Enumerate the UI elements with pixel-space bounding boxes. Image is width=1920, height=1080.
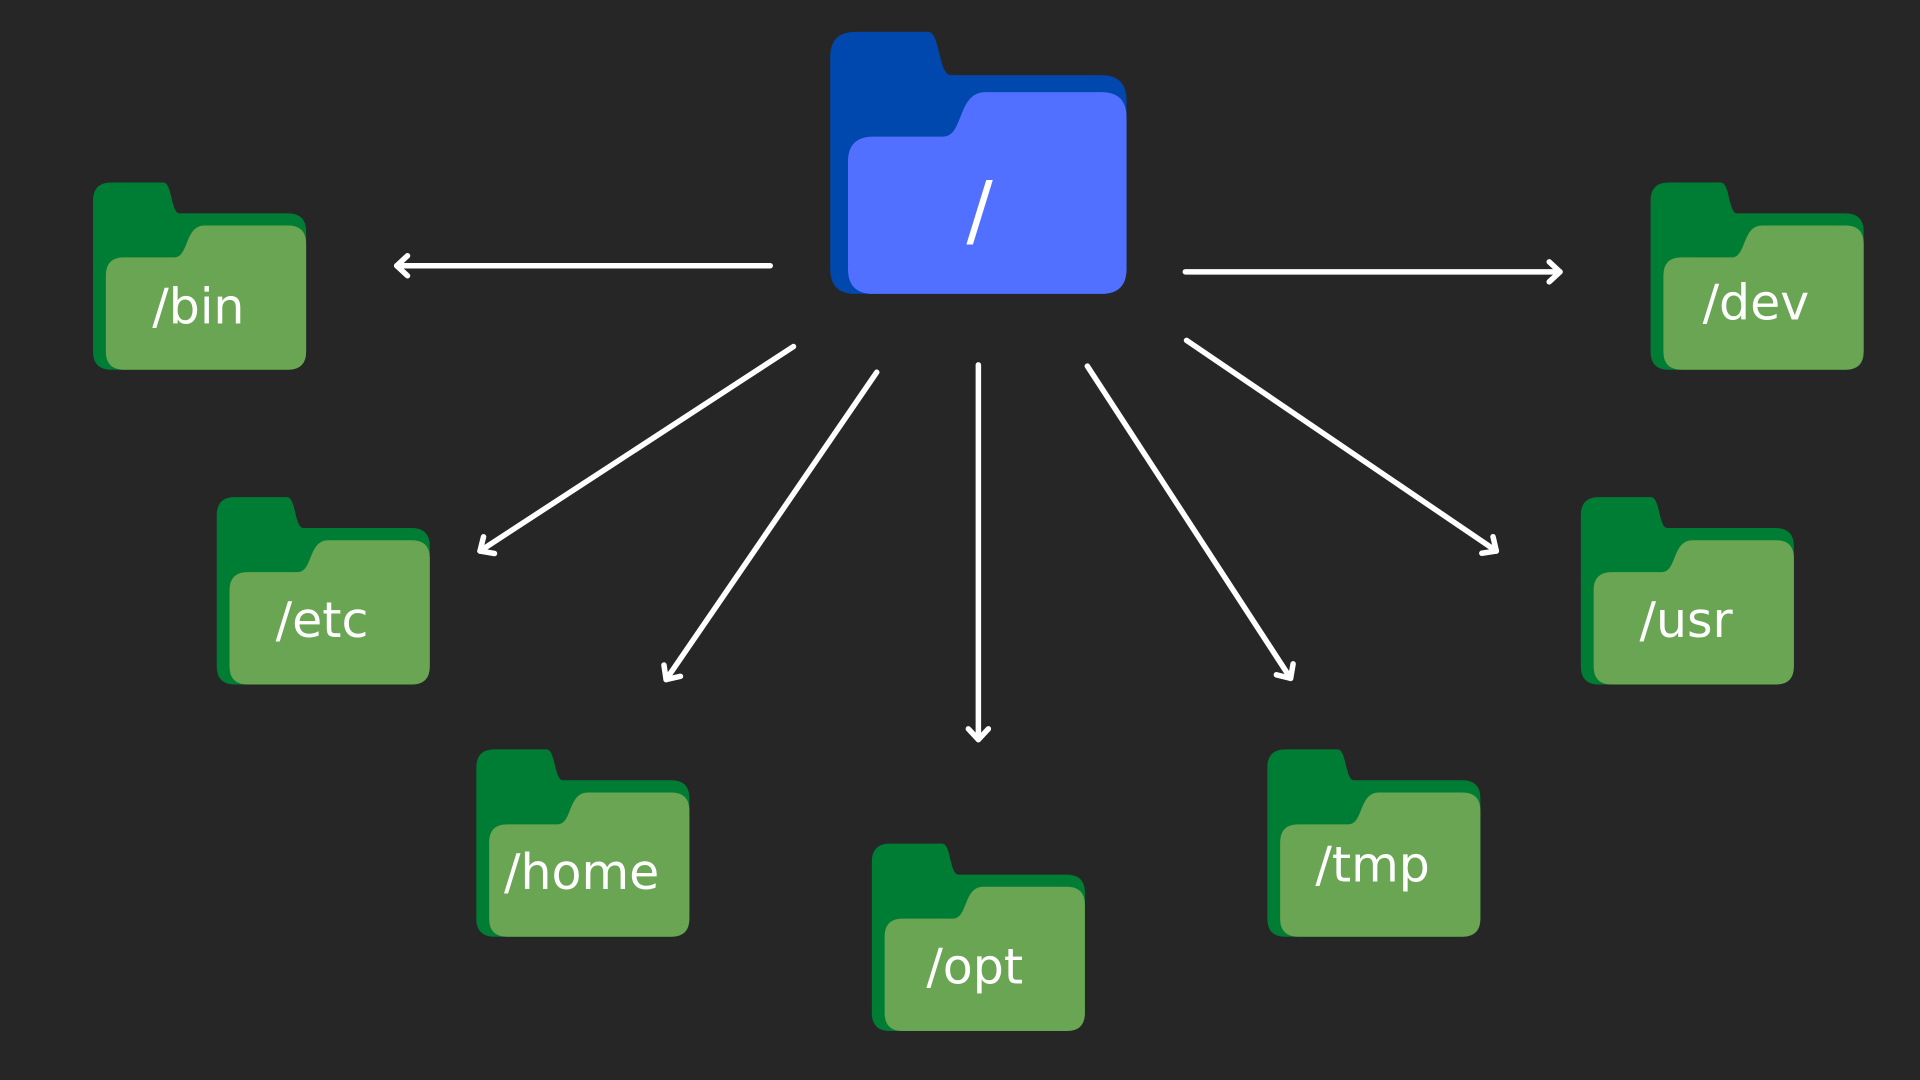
arrow-head — [661, 662, 684, 683]
arrows-layer — [393, 252, 1563, 743]
arrow-root-to-etc — [477, 343, 797, 557]
folder-front-shape — [489, 792, 690, 937]
folder-label-tmp: /tmp — [1315, 837, 1429, 894]
folder-usr: /usr — [1580, 497, 1794, 685]
arrow-head — [1546, 259, 1563, 285]
folder-icon — [216, 497, 430, 685]
arrow-root-to-bin — [393, 252, 773, 279]
folder-front-shape — [1280, 792, 1481, 937]
folder-label-home: /home — [504, 844, 659, 901]
folder-opt: /opt — [871, 843, 1085, 1032]
arrow-root-to-home — [661, 369, 880, 683]
folder-icon — [93, 182, 307, 370]
folder-front-shape — [884, 886, 1085, 1032]
folder-front-shape — [1593, 540, 1794, 685]
arrow-root-to-usr — [1183, 337, 1500, 556]
folder-icon — [1580, 497, 1794, 685]
folder-etc: /etc — [216, 497, 430, 685]
arrow-line — [477, 343, 797, 554]
arrow-head — [477, 534, 498, 557]
arrow-head — [965, 726, 992, 743]
folder-icon — [476, 749, 690, 937]
folder-front-shape — [105, 225, 307, 370]
folder-icon — [1267, 749, 1481, 937]
folder-dev: /dev — [1650, 182, 1864, 370]
folder-bin: /bin — [93, 182, 307, 370]
arrow-head — [1479, 533, 1500, 556]
arrow-line — [1183, 337, 1500, 554]
arrow-root-to-opt — [965, 362, 992, 743]
folder-label-usr: /usr — [1640, 592, 1734, 649]
folders-layer: / /bin/etc/home/opt/tmp/usr/dev — [93, 31, 1864, 1032]
folder-icon — [830, 31, 1127, 294]
folder-label-dev: /dev — [1703, 275, 1810, 332]
arrow-line — [663, 369, 880, 683]
folder-label-etc: /etc — [276, 592, 369, 649]
folder-front-shape — [847, 92, 1127, 294]
folder-label-bin: /bin — [152, 278, 244, 335]
folder-front-shape — [1663, 225, 1864, 370]
folder-icon — [1650, 182, 1864, 370]
folder-label-opt: /opt — [926, 938, 1023, 995]
folder-front-shape — [229, 540, 430, 685]
folder-icon — [871, 843, 1085, 1032]
arrow-head — [1273, 661, 1296, 682]
root-folder: / — [830, 31, 1127, 294]
arrow-head — [393, 252, 411, 279]
folder-home: /home — [476, 749, 690, 937]
root-folder-label: / — [966, 165, 993, 256]
arrow-root-to-dev — [1182, 259, 1563, 285]
arrow-line — [1084, 363, 1294, 682]
folder-tmp: /tmp — [1267, 749, 1481, 937]
arrow-root-to-tmp — [1084, 363, 1296, 682]
